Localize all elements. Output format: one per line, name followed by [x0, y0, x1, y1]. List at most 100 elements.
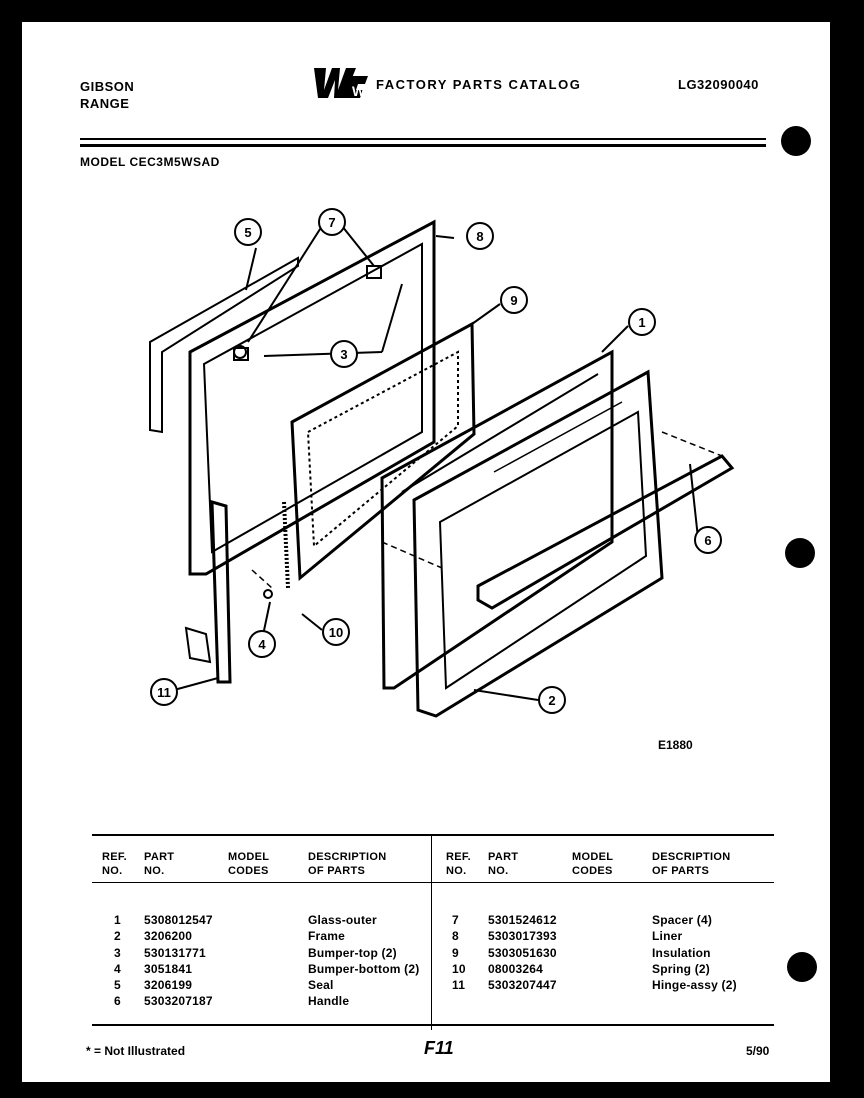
part-column: 5308012547 3206200 530131771 3051841 320… [144, 912, 213, 1010]
callout-4: 4 [248, 630, 276, 658]
table-cell: 3206199 [144, 978, 193, 993]
table-cell: 7 [452, 913, 459, 927]
wci-logo: WCI [314, 68, 370, 99]
table-cell: 5303051630 [488, 945, 557, 960]
glass-outer-part [380, 349, 614, 690]
hinge-bracket [184, 626, 212, 664]
svg-text:4: 4 [258, 637, 266, 652]
hinge-part [210, 499, 232, 684]
frame-window [438, 410, 648, 690]
table-cell: 5 [114, 978, 121, 993]
description-column: Glass-outer Frame Bumper-top (2) Bumper-… [308, 912, 419, 1010]
header-rule-thick [80, 144, 766, 147]
glass-edge [401, 373, 599, 493]
table-cell: 3206200 [144, 929, 193, 944]
table-cell: Frame [308, 929, 346, 944]
table-cell: Handle [308, 994, 350, 1009]
table-cell: 2 [114, 929, 121, 944]
drawing-number: E1880 [658, 738, 693, 752]
spring-part [282, 501, 290, 589]
insulation-part [290, 321, 476, 582]
punch-hole [781, 126, 811, 156]
table-divider [431, 834, 432, 1030]
ref-column: 1 2 3 4 5 6 [114, 912, 121, 1010]
model-number: MODEL CEC3M5WSAD [80, 155, 220, 169]
table-bottom-rule [92, 1024, 774, 1026]
description-column: Spacer (4) Liner Insulation Spring (2) H… [652, 912, 737, 993]
frame-part [412, 369, 664, 718]
callout-9: 9 [500, 286, 528, 314]
table-cell: 10 [452, 961, 466, 976]
table-cell: Bumper-top (2) [308, 945, 397, 960]
table-cell: Insulation [652, 945, 711, 960]
table-cell: 4 [114, 961, 121, 976]
callout-6: 6 [694, 526, 722, 554]
liner-part [188, 219, 436, 576]
table-cell: 5308012547 [144, 913, 213, 927]
table-cell: Glass-outer [308, 913, 377, 927]
table-cell: 5303207447 [488, 978, 557, 993]
svg-text:2: 2 [548, 693, 555, 708]
svg-text:10: 10 [329, 625, 343, 640]
punch-hole [787, 952, 817, 982]
table-cell: 3051841 [144, 961, 193, 976]
svg-text:7: 7 [328, 215, 335, 230]
bumper-bottom-part [263, 589, 273, 599]
table-cell: Bumper-bottom (2) [308, 961, 420, 976]
logo-text: WCI [352, 83, 370, 99]
table-cell: 1 [114, 913, 121, 927]
brand-product: RANGE [80, 96, 130, 111]
callout-2: 2 [538, 686, 566, 714]
table-cell: Spring (2) [652, 961, 710, 976]
table-cell: 11 [452, 978, 466, 993]
table-top-rule [92, 834, 774, 836]
svg-text:6: 6 [704, 533, 711, 548]
svg-text:9: 9 [510, 293, 517, 308]
table-cell: 3 [114, 945, 121, 960]
table-cell: 5301524612 [488, 913, 557, 927]
table-cell: 8 [452, 929, 459, 944]
seal-part [149, 256, 299, 434]
svg-text:1: 1 [638, 315, 645, 330]
frame-vent [493, 401, 623, 473]
table-cell: 08003264 [488, 961, 543, 976]
page-id: F11 [424, 1038, 454, 1058]
svg-text:5: 5 [244, 225, 251, 240]
punch-hole [785, 538, 815, 568]
header-ref: REF.NO. [446, 851, 472, 877]
revision-date: 5/90 [746, 1044, 770, 1058]
svg-text:3: 3 [340, 347, 347, 362]
table-cell: Spacer (4) [652, 913, 713, 927]
table-cell: Liner [652, 929, 683, 944]
exploded-door-diagram: 5 7 8 9 3 1 6 4 10 11 2 [149, 208, 735, 718]
handle-part [476, 454, 735, 610]
table-cell: 5303017393 [488, 929, 557, 944]
brand-block: GIBSON RANGE [80, 78, 134, 112]
callout-3: 3 [330, 340, 358, 368]
table-header-rule [92, 882, 774, 883]
table-cell: Seal [308, 978, 334, 993]
table-cell: 5303207187 [144, 994, 213, 1009]
spacer-part [233, 347, 249, 361]
callout-5: 5 [234, 218, 262, 246]
catalog-title: FACTORY PARTS CATALOG [376, 77, 582, 92]
callout-1: 1 [628, 308, 656, 336]
header-rule [80, 138, 766, 140]
callout-8: 8 [466, 222, 494, 250]
table-cell: 530131771 [144, 945, 206, 960]
catalog-page: GIBSON RANGE WCI FACTORY PARTS CATALOG L… [22, 22, 830, 1082]
table-cell: 9 [452, 945, 459, 960]
table-cell: Hinge-assy (2) [652, 978, 737, 993]
callout-10: 10 [322, 618, 350, 646]
part-column: 5301524612 5303017393 5303051630 0800326… [488, 912, 557, 993]
table-cell: 6 [114, 994, 121, 1009]
svg-text:11: 11 [157, 685, 171, 700]
brand-name: GIBSON [80, 79, 135, 94]
callout-11: 11 [150, 678, 178, 706]
